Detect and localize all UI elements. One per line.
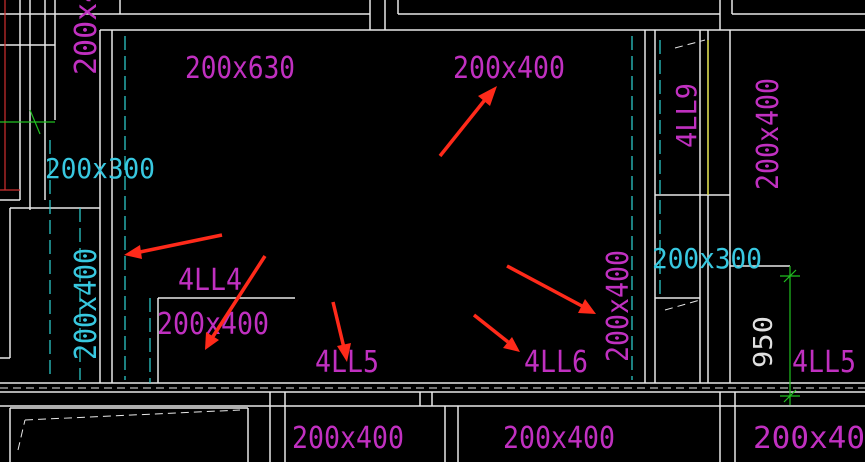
slab-dashed-lines <box>0 39 865 451</box>
red-arrow-icon <box>205 255 267 350</box>
label-right-mid-vertical: 200x400 <box>601 250 636 362</box>
label-dimension: 950 <box>749 316 779 368</box>
red-arrow-icon <box>124 233 223 259</box>
red-arrow-icon <box>438 86 497 158</box>
label-left-vertical: 200x400 <box>69 248 104 360</box>
label-left-mid: 200x300 <box>45 152 155 185</box>
cyan-dashed-lines <box>49 36 661 383</box>
label-right-top-beam: 4LL9 <box>670 83 703 148</box>
label-center-beam: 4LL4 <box>178 263 242 298</box>
label-right-beam-5: 4LL5 <box>792 345 856 380</box>
label-bottom-beam-6: 4LL6 <box>524 345 588 380</box>
dimension-line <box>780 266 800 405</box>
text-labels: 200x4 200x630 200x400 4LL9 200x400 200x3… <box>45 0 865 456</box>
label-top-center-left: 200x630 <box>185 51 295 86</box>
annotation-arrows <box>124 86 596 362</box>
red-arrow-icon <box>472 313 520 352</box>
label-bottom-center: 200x400 <box>503 421 615 456</box>
red-arrow-icon <box>506 264 596 314</box>
red-arrow-icon <box>331 301 351 362</box>
label-right-top-vertical: 200x400 <box>751 78 786 190</box>
label-bottom-right: 200x40 <box>753 421 865 456</box>
left-color-lines <box>0 0 709 195</box>
label-top-left-vertical: 200x4 <box>69 0 104 75</box>
label-top-center-right: 200x400 <box>453 51 565 86</box>
label-right-mid: 200x300 <box>652 242 762 275</box>
label-bottom-left: 200x400 <box>292 421 404 456</box>
